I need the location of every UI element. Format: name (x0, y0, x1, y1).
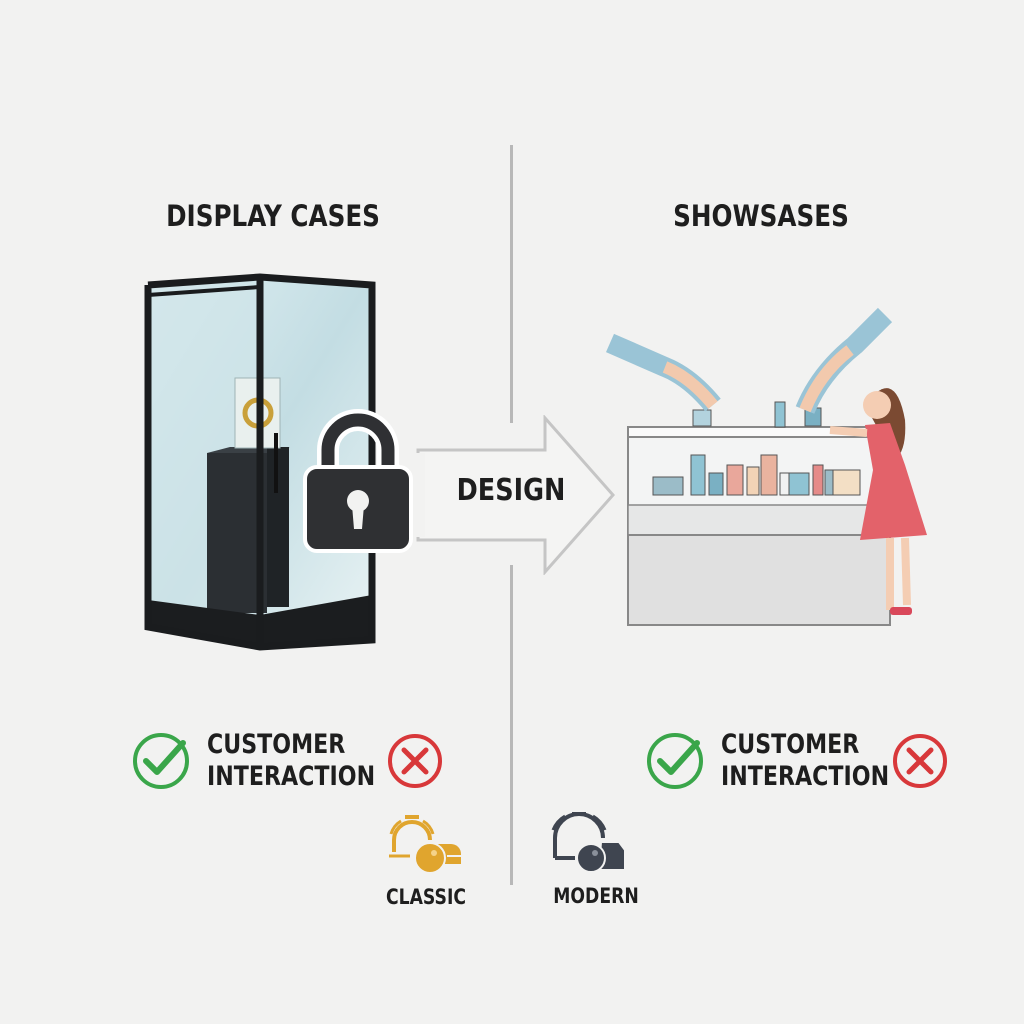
classic-cloche-icon (389, 815, 463, 874)
left-title: DISPLAY CASES (166, 199, 380, 233)
divider-bottom (510, 565, 513, 885)
classic-label: CLASSIC (385, 885, 467, 909)
right-cross-icon (893, 734, 947, 788)
modern-label: MODERN (553, 884, 639, 908)
modern-cloche-icon (551, 812, 626, 873)
left-cross-icon (388, 734, 442, 788)
display-case-illustration (144, 273, 376, 651)
right-check-icon (647, 733, 703, 789)
right-title: SHOWSASES (673, 199, 849, 233)
divider-top (510, 145, 513, 423)
lock-icon (303, 409, 413, 553)
showcase-illustration (606, 307, 927, 626)
arrow-icon (415, 415, 616, 575)
left-feature-label: CUSTOMER INTERACTION (207, 729, 375, 793)
right-feature-label: CUSTOMER INTERACTION (721, 729, 889, 793)
left-feature-line2: INTERACTION (207, 761, 376, 792)
design-label: DESIGN (456, 473, 566, 508)
left-check-icon (133, 733, 189, 789)
right-feature-line1: CUSTOMER (721, 729, 860, 760)
right-feature-line2: INTERACTION (721, 761, 890, 792)
left-feature-line1: CUSTOMER (207, 729, 346, 760)
